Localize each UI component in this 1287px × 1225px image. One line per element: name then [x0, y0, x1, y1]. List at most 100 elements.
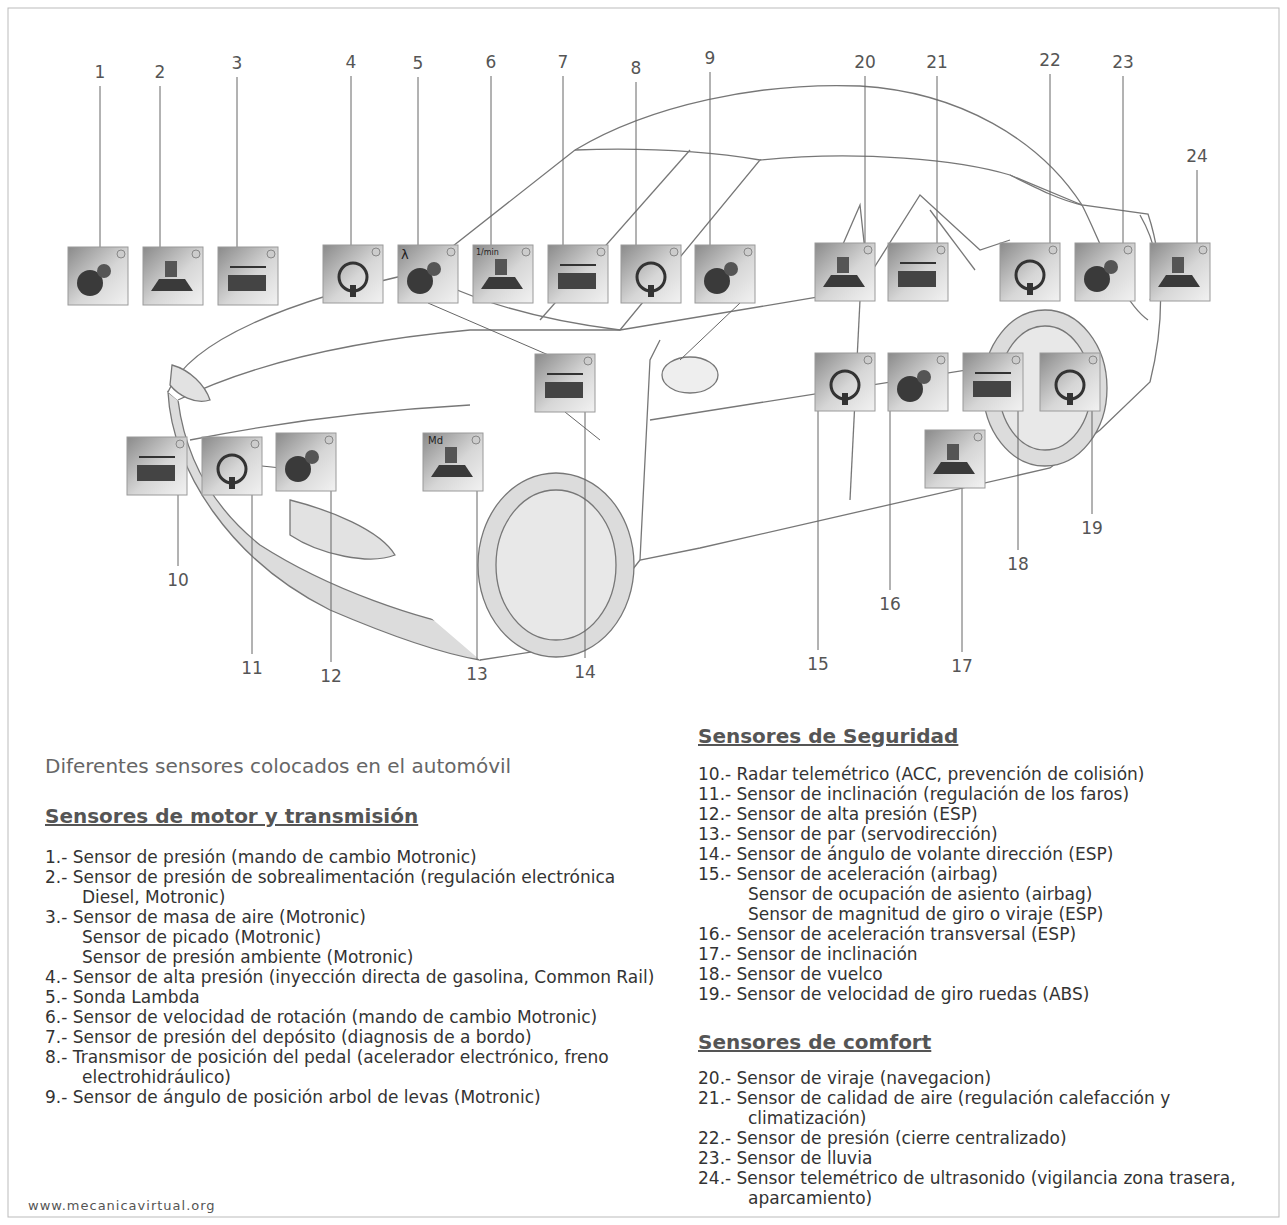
icon-gear: [176, 440, 184, 448]
icon-gear: [1089, 356, 1097, 364]
callout-number: 13: [466, 664, 488, 684]
leader-line: [585, 412, 586, 658]
icon-glyph: [97, 264, 111, 278]
icon-glyph: [431, 465, 473, 477]
callout-number: 24: [1186, 146, 1208, 166]
callout-number: 9: [705, 48, 716, 68]
leader-line: [565, 412, 600, 440]
callout-number: 7: [558, 52, 569, 72]
callout-number: 15: [807, 654, 829, 674]
list-item: 15.- Sensor de aceleración (airbag): [698, 864, 1276, 884]
icon-box: [398, 245, 458, 303]
icon-glyph: [823, 275, 865, 287]
icon-gear: [670, 248, 678, 256]
icon-glyph: [900, 262, 936, 264]
list-item: 13.- Sensor de par (servodirección): [698, 824, 1276, 844]
icon-box: [276, 433, 336, 491]
icon-box: [888, 353, 948, 411]
leader-line: [351, 76, 352, 245]
callout-number: 3: [232, 53, 243, 73]
icon-glyph: [151, 279, 193, 291]
icon-glyph: [445, 447, 457, 463]
callout-number: 22: [1039, 50, 1061, 70]
icon-glyph: [545, 382, 583, 398]
icon-glyph: [305, 450, 319, 464]
list-item: 5.- Sonda Lambda: [45, 987, 660, 1007]
leader-line: [252, 495, 253, 654]
icon-box: [695, 245, 755, 303]
icon-glyph: [1172, 257, 1184, 273]
icon-box: [888, 243, 948, 301]
caption: Diferentes sensores colocados en el auto…: [45, 754, 511, 778]
leader-line: [178, 495, 179, 566]
icon-glyph: [229, 477, 235, 489]
icon-gear: [522, 248, 530, 256]
leader-line: [491, 76, 492, 245]
icon-box: [1150, 243, 1210, 301]
callout-number: 14: [574, 662, 596, 682]
list-item: 23.- Sensor de lluvia: [698, 1148, 1276, 1168]
leader-line: [418, 77, 419, 245]
icon-glyph: [1104, 260, 1118, 274]
leader-line: [890, 411, 891, 590]
icon-glyph: [137, 465, 175, 481]
icon-gear: [1012, 356, 1020, 364]
icon-box: [963, 353, 1023, 411]
icon-text: Md: [428, 436, 443, 446]
icon-gear: [584, 357, 592, 365]
frame: [8, 8, 1279, 1217]
icon-box: [202, 437, 262, 495]
icon-gear: [1199, 246, 1207, 254]
leader-line: [237, 77, 238, 247]
icon-glyph: [842, 393, 848, 405]
callout-number: 20: [854, 52, 876, 72]
list-item: 7.- Sensor de presión del depósito (diag…: [45, 1027, 660, 1047]
callout-number: 10: [167, 570, 189, 590]
list-item: 18.- Sensor de vuelco: [698, 964, 1276, 984]
list-item: 8.- Transmisor de posición del pedal (ac…: [45, 1047, 660, 1087]
icon-glyph: [350, 285, 356, 297]
icon-gear: [325, 436, 333, 444]
icon-box: [925, 430, 985, 488]
icon-glyph: [165, 261, 177, 277]
icon-box: [815, 243, 875, 301]
list-item: 20.- Sensor de viraje (navegacion): [698, 1068, 1276, 1088]
icon-gear: [117, 250, 125, 258]
callout-number: 18: [1007, 554, 1029, 574]
leader-line: [818, 411, 819, 650]
icon-glyph: [975, 372, 1011, 374]
callout-number: 2: [155, 62, 166, 82]
leader-line: [636, 82, 637, 245]
section-heading: Sensores de comfort: [698, 1030, 931, 1054]
icon-glyph: [898, 271, 936, 287]
icon-box: [473, 245, 533, 303]
icon-gear: [864, 246, 872, 254]
icon-glyph: [560, 264, 596, 266]
list-item: 4.- Sensor de alta presión (inyección di…: [45, 967, 660, 987]
callout-number: 6: [486, 52, 497, 72]
icon-glyph: [495, 259, 507, 275]
icon-box: [423, 433, 483, 491]
section-heading: Sensores de motor y transmisión: [45, 804, 418, 828]
icon-text: 1/min: [476, 249, 499, 257]
icon-glyph: [139, 456, 175, 458]
callout-number: 17: [951, 656, 973, 676]
list-item: 24.- Sensor telemétrico de ultrasonido (…: [698, 1168, 1276, 1208]
icon-box: [535, 354, 595, 412]
list-item: 10.- Radar telemétrico (ACC, prevención …: [698, 764, 1276, 784]
icon-gear: [251, 440, 259, 448]
icon-gear: [1049, 246, 1057, 254]
callout-number: 16: [879, 594, 901, 614]
list-item: 3.- Sensor de masa de aire (Motronic): [45, 907, 660, 927]
callout-number: 5: [413, 53, 424, 73]
icon-box: [218, 247, 278, 305]
list-item: 14.- Sensor de ángulo de volante direcci…: [698, 844, 1276, 864]
list-item: 6.- Sensor de velocidad de rotación (man…: [45, 1007, 660, 1027]
icon-glyph: [917, 370, 931, 384]
leader-line: [1018, 411, 1019, 550]
icon-glyph: [1067, 393, 1073, 405]
watermark: www.mecanicavirtual.org: [28, 1198, 216, 1213]
callout-number: 23: [1112, 52, 1134, 72]
leader-line: [1092, 411, 1093, 514]
leader-line: [428, 303, 560, 360]
